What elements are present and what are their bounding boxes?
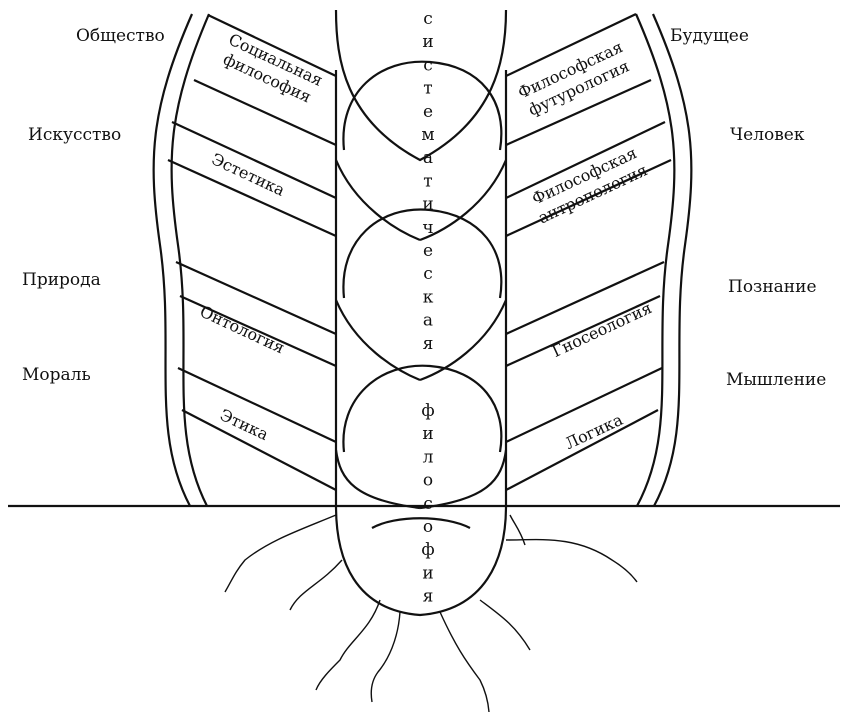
trunk-top-letter: е (423, 102, 433, 122)
trunk-bottom-letter: л (423, 447, 434, 467)
trunk-bottom-letter: о (423, 517, 433, 537)
svg-text:Онтология: Онтология (197, 302, 288, 358)
trunk-top-letter: т (423, 79, 432, 99)
trunk-bottom-letter: я (423, 587, 434, 607)
band-philosophical-futurology: Философская футурология (515, 37, 634, 120)
trunk-top-letter: к (423, 287, 434, 307)
left-outer-stem-inner (172, 14, 209, 506)
svg-text:Этика: Этика (217, 405, 272, 444)
trunk-bottom-letter: и (422, 424, 433, 444)
side-label-thinking: Мышление (726, 370, 826, 390)
trunk-bottom-letter: с (423, 494, 433, 514)
trunk-top-letter: с (423, 264, 433, 284)
trunk-bottom-letter: ф (421, 401, 434, 421)
trunk-interlace (336, 10, 506, 508)
side-label-morality: Мораль (22, 365, 91, 385)
band-philosophical-anthropology: Философская антропология (527, 142, 651, 227)
trunk-bulb-inner-loop (372, 518, 470, 528)
trunk-top-letter: а (423, 311, 433, 331)
trunk-bottom-letter: ф (421, 540, 434, 560)
side-label-future: Будущее (670, 26, 749, 46)
trunk-top-letter: и (422, 195, 433, 215)
trunk-bottom-letter: о (423, 471, 433, 491)
side-label-society: Общество (76, 26, 165, 46)
side-label-art: Искусство (28, 125, 121, 145)
band-ethics: Этика (217, 405, 272, 444)
trunk-top-letter: а (423, 148, 433, 168)
trunk-top-letter: ч (422, 218, 433, 238)
trunk-top-letter: м (421, 125, 434, 145)
trunk-top-letter: и (422, 32, 433, 52)
trunk-word-philosophy: философия (421, 401, 434, 607)
trunk-top-letter: е (423, 241, 433, 261)
band-ontology: Онтология (197, 302, 288, 358)
trunk-top-letter: я (423, 334, 434, 354)
trunk-top-letter: т (423, 171, 432, 191)
side-label-cognition: Познание (728, 277, 817, 297)
trunk-bottom-letter: и (422, 563, 433, 583)
trunk-top-letter: с (423, 55, 433, 75)
band-social-philosophy: Социальная философия (217, 30, 326, 108)
side-label-human: Человек (730, 125, 805, 145)
trunk-top-letter: с (423, 9, 433, 29)
trunk-bulb (336, 506, 506, 615)
side-label-nature: Природа (22, 270, 101, 290)
right-outer-stem (636, 14, 674, 506)
